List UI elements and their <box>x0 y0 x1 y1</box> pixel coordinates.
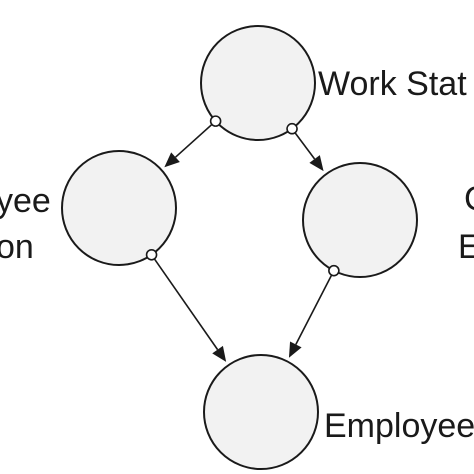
node-label-employee-0: Employee <box>324 407 474 445</box>
edges-layer <box>150 120 335 362</box>
ports-layer <box>145 115 340 277</box>
arrowhead-icon <box>164 152 180 168</box>
arrowhead-icon <box>288 341 302 358</box>
edge-work_station-to-right_node <box>291 128 324 172</box>
node-label-left_node-1: on <box>0 228 34 266</box>
port-dot-right_node-3 <box>328 264 340 277</box>
node-work_station <box>200 25 316 141</box>
node-right_node <box>302 162 418 278</box>
node-employee <box>203 354 319 470</box>
nodes-layer <box>61 25 418 470</box>
edge-line <box>291 128 316 160</box>
arrowhead-icon <box>212 345 227 362</box>
node-label-right_node-1: E <box>458 228 474 266</box>
port-dot-work_station-1 <box>286 122 298 135</box>
edge-line <box>174 120 217 158</box>
node-label-work_station-0: Work Stat <box>318 65 467 103</box>
edge-left_node-to-employee <box>150 254 227 362</box>
edge-work_station-to-left_node <box>164 120 217 168</box>
edge-right_node-to-employee <box>288 270 335 358</box>
edge-line <box>295 270 335 345</box>
port-dot-work_station-0 <box>209 115 222 127</box>
node-left_node <box>61 150 177 266</box>
edge-line <box>150 254 219 351</box>
arrowhead-icon <box>309 155 324 172</box>
labels-layer: Work Stat yee on CE Employee <box>0 65 474 445</box>
node-label-right_node-0: C <box>464 180 474 218</box>
port-dot-left_node-2 <box>145 248 158 261</box>
node-label-left_node-0: yee <box>0 182 51 220</box>
